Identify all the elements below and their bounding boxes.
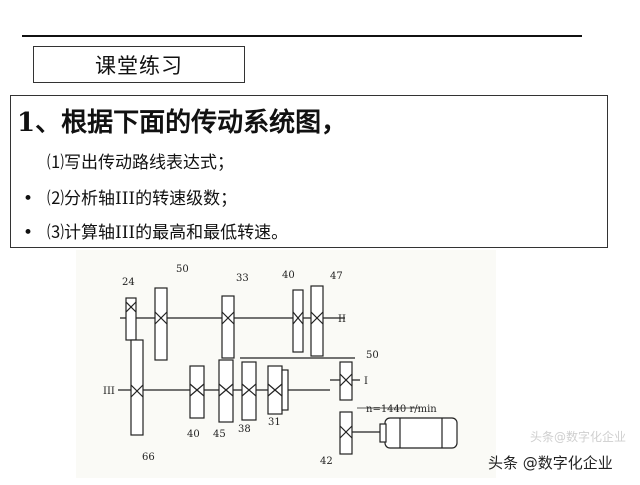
question-heading: 1、根据下面的传动系统图，: [17, 108, 348, 138]
gear-47: [310, 285, 324, 357]
label-shaft-I: I: [364, 376, 368, 387]
label-33: 33: [236, 273, 249, 284]
label-31: 31: [268, 417, 281, 428]
label-40-bottom: 40: [187, 429, 200, 440]
gear-40-top: [292, 289, 304, 353]
label-38: 38: [238, 424, 251, 435]
gear-42: [339, 411, 353, 455]
question-item-text: ⑵分析轴III的转速级数；: [47, 189, 238, 209]
gear-38: [241, 361, 257, 421]
watermark: 头条 @数字化企业: [488, 454, 613, 472]
faint-watermark: 头条@数字化企业: [530, 430, 627, 444]
gear-40-bottom: [189, 365, 205, 419]
gear-50-top: [154, 287, 168, 361]
label-42: 42: [320, 456, 333, 467]
question-item-2: • ⑵分析轴III的转速级数；: [23, 184, 237, 209]
slide-title: 课堂练习: [33, 46, 245, 83]
label-66: 66: [142, 452, 155, 463]
bullet: •: [23, 189, 34, 209]
label-50-right: 50: [366, 350, 379, 361]
question-item-1: ⑴写出传动路线表达式；: [23, 148, 234, 173]
question-item-text: ⑴写出传动路线表达式；: [47, 153, 234, 173]
bullet: •: [23, 223, 34, 243]
label-50-top: 50: [176, 264, 189, 275]
gear-50-right: [339, 361, 353, 401]
label-47: 47: [330, 271, 343, 282]
gear-45: [218, 359, 234, 423]
label-shaft-II: II: [338, 314, 346, 325]
motor-speed: n=1440 r/min: [366, 404, 437, 415]
label-24: 24: [122, 277, 135, 288]
label-40-top: 40: [282, 270, 295, 281]
label-45: 45: [213, 429, 226, 440]
label-shaft-III: III: [103, 386, 115, 397]
motor: [384, 417, 458, 449]
gear-33: [221, 295, 235, 359]
question-item-text: ⑶计算轴III的最高和最低转速。: [47, 223, 289, 243]
question-box: 1、根据下面的传动系统图， ⑴写出传动路线表达式； • ⑵分析轴III的转速级数；…: [10, 95, 608, 248]
header-rule: [22, 35, 582, 37]
gear-66: [130, 339, 144, 436]
question-item-3: • ⑶计算轴III的最高和最低转速。: [23, 218, 288, 243]
